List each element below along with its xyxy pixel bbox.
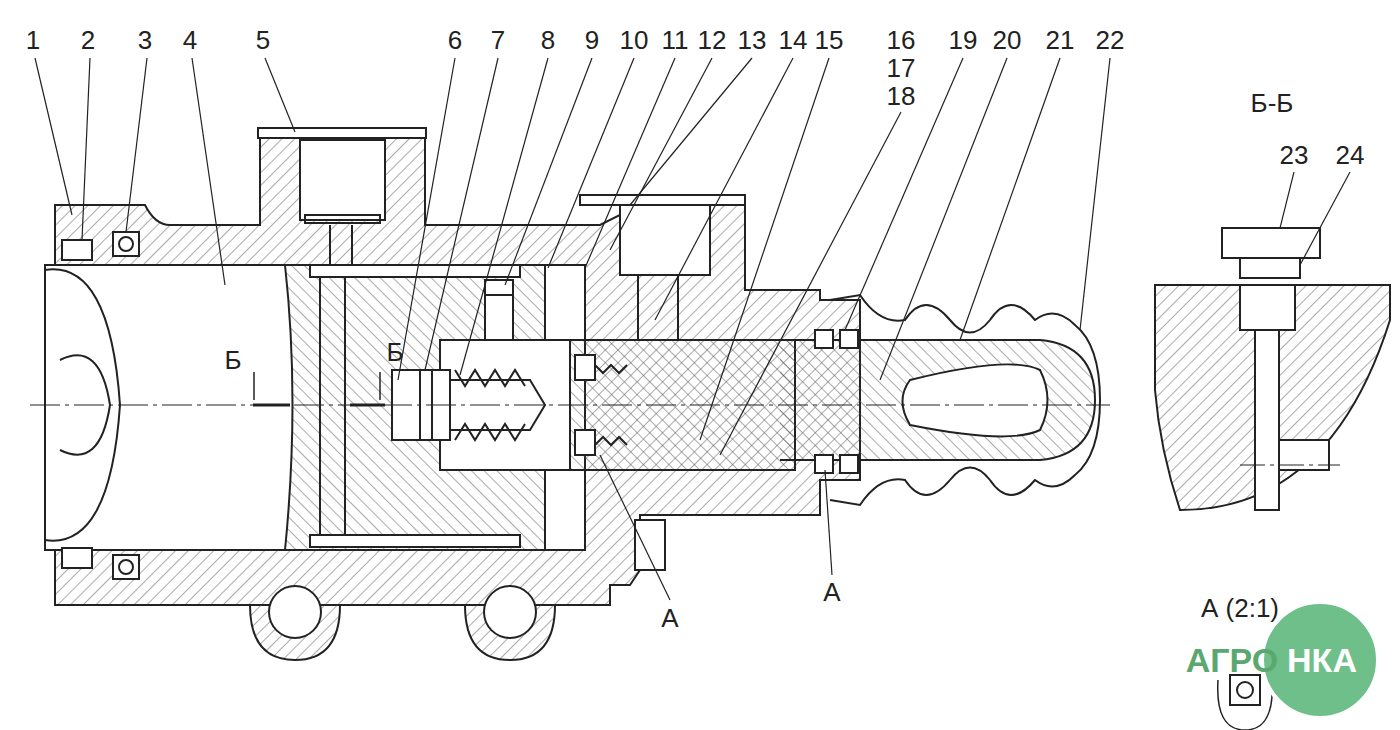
- watermark: АГРО: [1186, 643, 1279, 677]
- section-label: Б-Б: [1251, 90, 1294, 116]
- callout-number: 21: [1046, 27, 1075, 53]
- callout-number: 5: [256, 27, 270, 53]
- detail-title: А (2:1): [1201, 595, 1279, 621]
- callout-number: 20: [993, 27, 1022, 53]
- callout-number: 11: [662, 27, 689, 53]
- callout-number: 2: [81, 27, 95, 53]
- detail-mark: А: [661, 605, 678, 631]
- callout-number: 4: [183, 27, 197, 53]
- detail-mark: А: [823, 579, 840, 605]
- callout-number: 12: [698, 27, 727, 53]
- callout-number: 13: [738, 27, 767, 53]
- section-mark: Б: [224, 347, 241, 373]
- callout-number: 7: [491, 27, 505, 53]
- callout-number: 14: [779, 27, 808, 53]
- callout-number: 18: [887, 83, 916, 109]
- callout-number: 8: [541, 27, 555, 53]
- callout-number: 19: [949, 27, 978, 53]
- callout-number: 15: [815, 27, 844, 53]
- callout-number: 23: [1280, 142, 1309, 168]
- callout-number: 10: [620, 27, 649, 53]
- callout-number: 6: [448, 27, 462, 53]
- callout-number: 9: [585, 27, 599, 53]
- watermark: НКА: [1287, 643, 1357, 677]
- callout-number: 17: [887, 55, 916, 81]
- callout-number: 1: [26, 27, 40, 53]
- callout-number: 22: [1096, 27, 1125, 53]
- callout-number: 16: [887, 27, 916, 53]
- callout-number: 3: [138, 27, 152, 53]
- section-mark: Б: [386, 339, 403, 365]
- logo-circle: [1262, 602, 1378, 718]
- callout-number: 24: [1336, 142, 1365, 168]
